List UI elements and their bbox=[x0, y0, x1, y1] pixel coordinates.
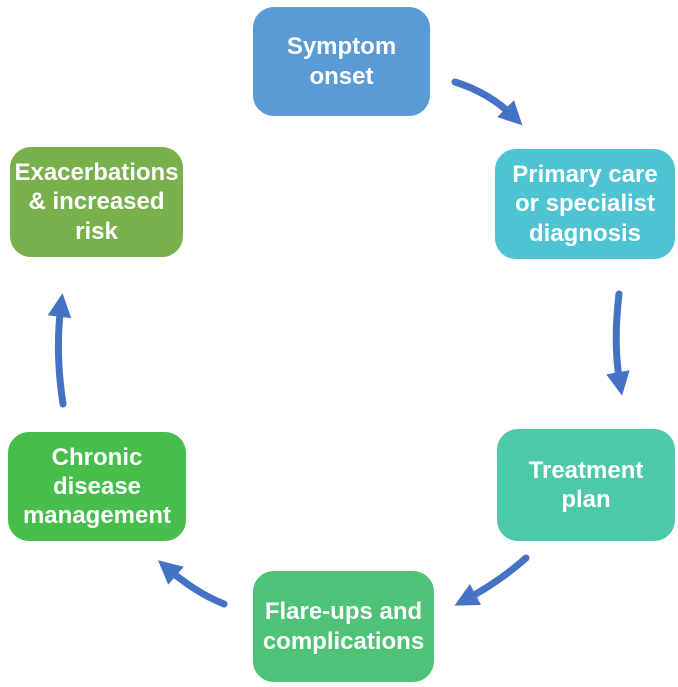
node-exacerbations-increased-risk: Exacerbations & increased risk bbox=[7, 144, 186, 260]
arrow-symptom-to-primary bbox=[451, 78, 523, 126]
node-flare-ups-complications: Flare-ups and complications bbox=[250, 568, 437, 685]
arrow-flareups-to-chronic bbox=[157, 560, 228, 608]
node-chronic-disease-management: Chronic disease management bbox=[5, 429, 189, 544]
node-treatment-plan: Treatment plan bbox=[494, 426, 678, 544]
arrow-chronic-to-exacerbations bbox=[47, 293, 72, 408]
node-primary-care-diagnosis: Primary care or specialist diagnosis bbox=[492, 146, 678, 262]
arrow-primary-to-treatment bbox=[606, 290, 630, 396]
arrow-treatment-to-flareups bbox=[454, 554, 530, 606]
node-symptom-onset: Symptom onset bbox=[250, 4, 433, 119]
